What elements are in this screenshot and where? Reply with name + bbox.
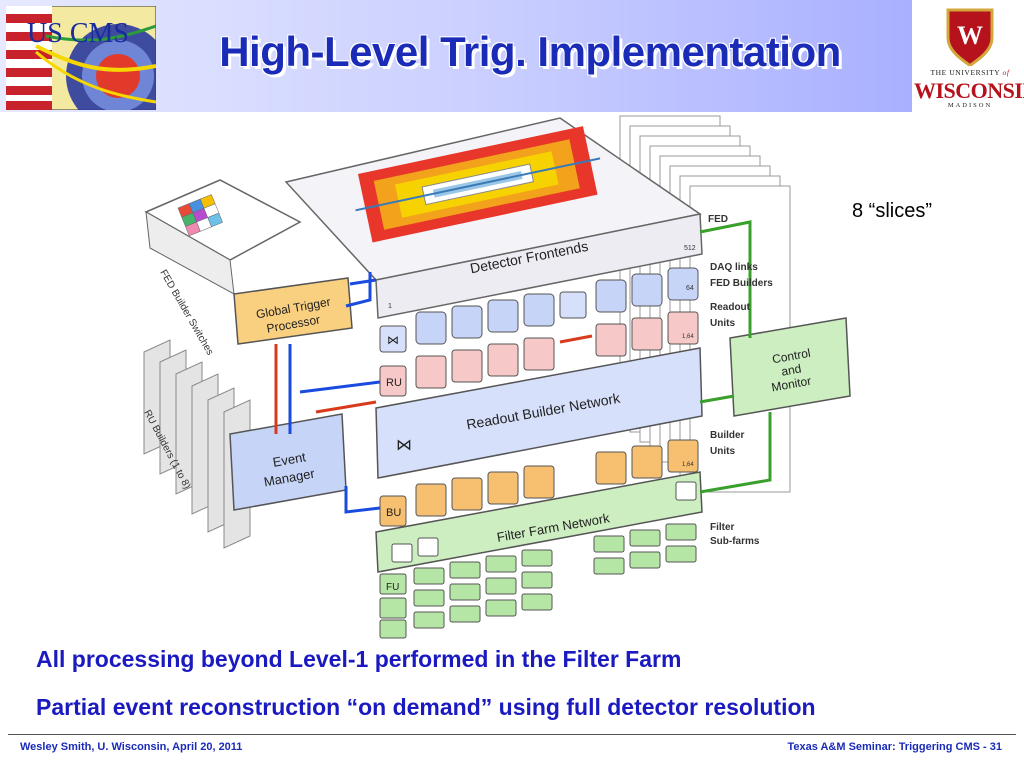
label-filter-line1: Filter: [710, 522, 735, 533]
label-builder-line2: Units: [710, 446, 735, 457]
num-64: 64: [686, 285, 694, 292]
filter-farm-network-block: Filter Farm Network: [375, 471, 703, 573]
control-line3: Monitor: [770, 374, 812, 395]
label-fed-builders: FED Builders: [710, 278, 773, 289]
uw-line1: THE UNIVERSITY of: [916, 68, 1024, 77]
switch-icon: ⋈: [387, 333, 399, 347]
footer-slide-info: Texas A&M Seminar: Triggering CMS - 31: [787, 741, 1002, 753]
us-cms-logo: US CMS: [6, 6, 156, 110]
num-1: 1: [388, 303, 392, 310]
event-manager-block: Event Manager: [229, 413, 347, 511]
readout-builder-network-block: Readout Builder Network ⋈: [375, 347, 703, 479]
crest-letter: W: [957, 21, 983, 50]
num-512: 512: [684, 245, 696, 252]
label-daq-links: DAQ links: [710, 262, 758, 273]
uw-wordmark: WISCONSIN: [914, 78, 1024, 103]
bullet-filter-farm: All processing beyond Level-1 performed …: [36, 646, 682, 672]
ru-label: RU: [386, 377, 402, 389]
rbn-switch-icon: ⋈: [396, 437, 412, 454]
global-trigger-processor-block: Global Trigger Processor: [144, 179, 353, 345]
blue-arrows: [288, 272, 381, 514]
daq-architecture-diagram: Detector Frontends 1 512 64 ⋈ RU 1,64 Re…: [141, 115, 851, 639]
side-labels: FED DAQ links FED Builders Readout Units…: [708, 214, 773, 547]
ru-row: [379, 311, 699, 397]
slices-note: 8 “slices”: [852, 200, 933, 222]
uw-crest-icon: W: [946, 8, 994, 68]
bu-label: BU: [386, 507, 401, 519]
footer-author: Wesley Smith, U. Wisconsin, April 20, 20…: [20, 741, 243, 753]
page-title: High-Level Trig. Implementation: [219, 28, 841, 75]
label-builder-line1: Builder: [710, 430, 745, 441]
num-164-bu: 1,64: [682, 462, 694, 468]
control-links: [699, 220, 772, 494]
event-manager-line1: Event: [272, 449, 308, 470]
control-monitor-block: Control and Monitor: [729, 317, 851, 417]
control-line2: and: [780, 361, 802, 378]
detector-frontends-block: Detector Frontends 1 512: [284, 117, 703, 319]
logo-text: US CMS: [27, 18, 129, 49]
label-readout-line2: Units: [710, 318, 735, 329]
uw-line3: MADISON: [947, 102, 993, 109]
label-fed: FED: [708, 214, 728, 225]
fed-row: [415, 267, 699, 345]
bullet-reconstruction: Partial event reconstruction “on demand”…: [36, 694, 816, 720]
red-arrows: [274, 334, 593, 434]
control-line1: Control: [771, 346, 812, 367]
footer-divider: [8, 734, 1016, 735]
label-filter-line2: Sub-farms: [710, 536, 760, 547]
num-164-ru: 1,64: [682, 334, 694, 340]
fed-builder-switches: [379, 291, 587, 353]
fu-grid: [379, 523, 697, 639]
uw-line1b-text: of: [1002, 68, 1010, 77]
fu-label: FU: [386, 582, 399, 593]
bu-row: [379, 439, 699, 527]
uw-line1-text: THE UNIVERSITY: [930, 68, 1001, 77]
label-readout-line1: Readout: [710, 302, 751, 313]
